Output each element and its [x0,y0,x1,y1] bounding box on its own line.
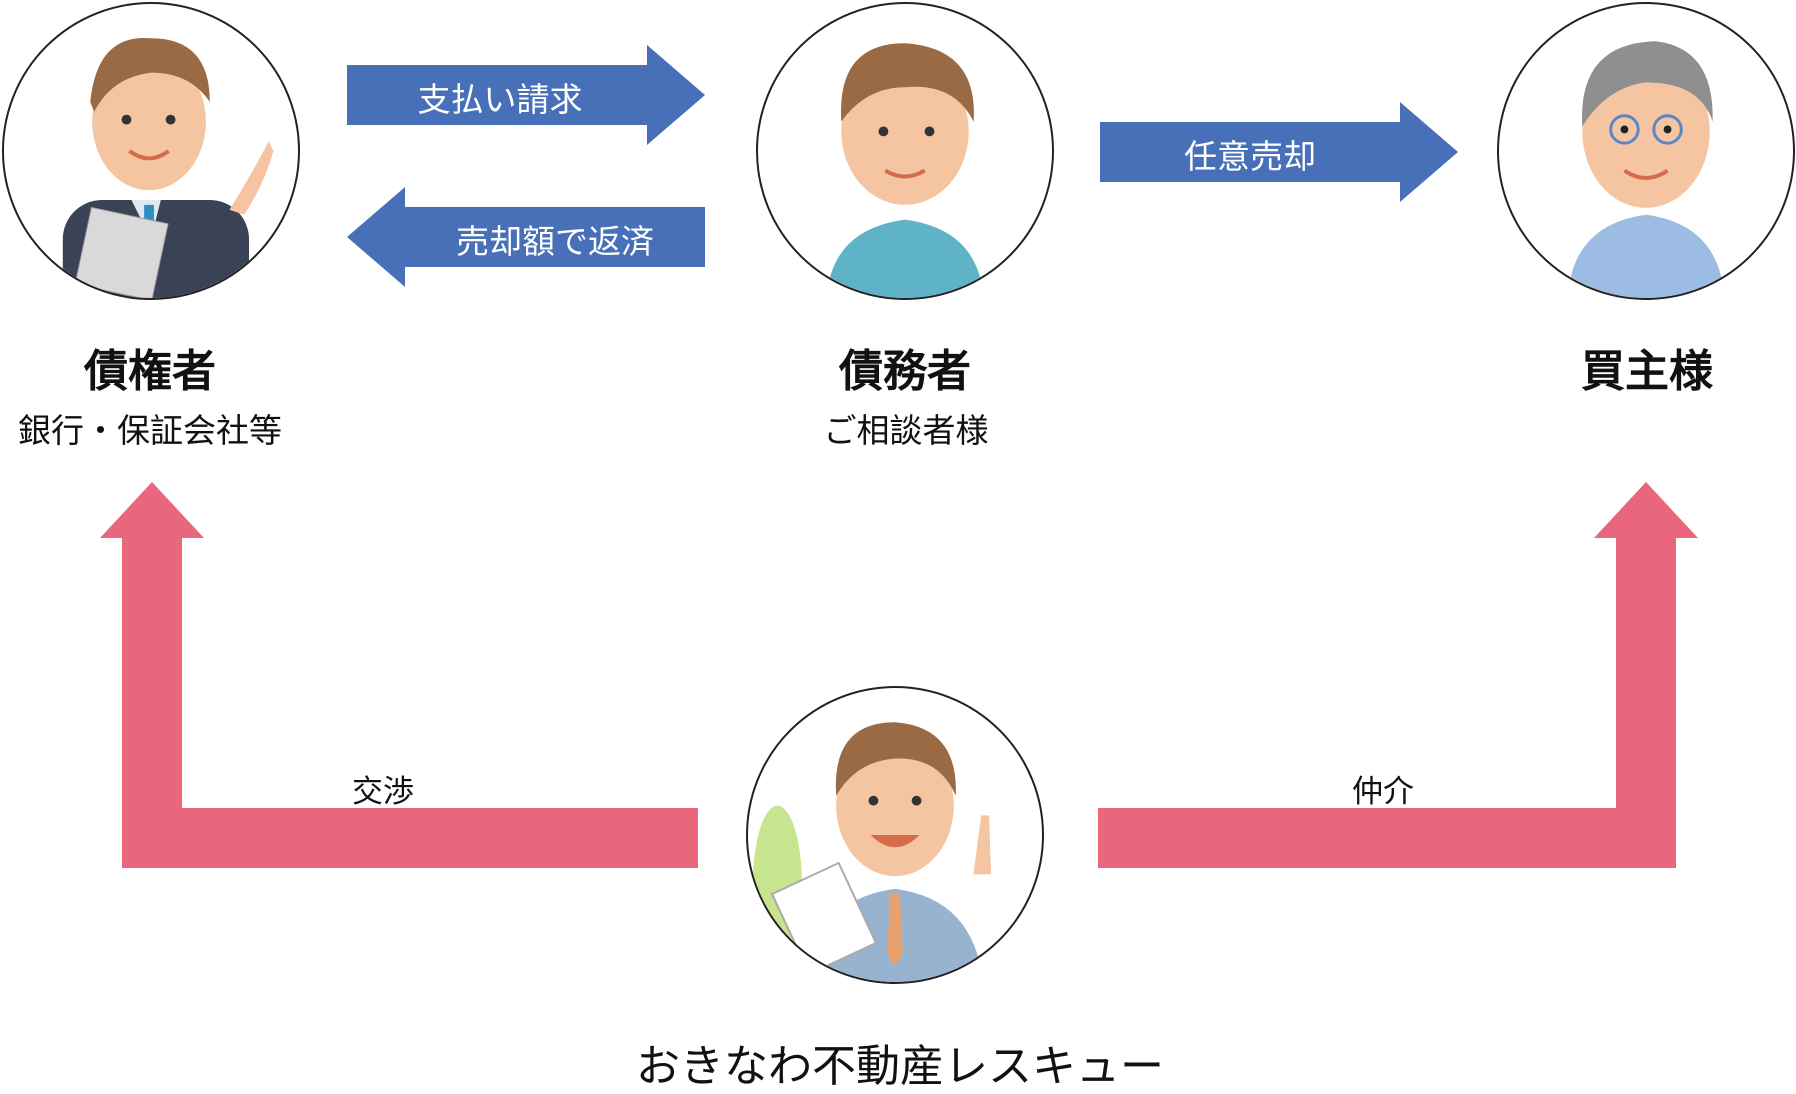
brokerage-arrow [1098,482,1698,868]
voluntary-sale-arrow [1100,102,1458,202]
voluntary-sale-label: 任意売却 [1184,137,1316,176]
older-man-icon [1567,41,1725,298]
buyer-name: 買主様 [1581,346,1713,397]
repay-by-sale-label: 売却額で返済 [456,222,654,261]
debtor-avatar [756,2,1054,300]
brokerage-label: 仲介 [1352,774,1414,810]
creditor-avatar [2,2,300,300]
negotiation-label: 交渉 [352,774,414,810]
creditor-sub: 銀行・保証会社等 [18,411,282,450]
company-name: おきなわ不動産レスキュー [636,1041,1164,1092]
debtor-name: 債務者 [839,346,971,397]
young-man-icon [826,43,984,298]
agent-icon [752,722,992,982]
creditor-name: 債権者 [84,346,216,397]
debtor-sub: ご相談者様 [823,411,989,450]
payment-request-arrow [347,45,705,145]
payment-request-label: 支払い請求 [417,80,583,119]
repay-by-sale-arrow [347,187,705,287]
negotiation-arrow [100,482,698,868]
buyer-avatar [1497,2,1795,300]
agent-avatar [746,686,1044,984]
businessman-icon [62,37,274,298]
